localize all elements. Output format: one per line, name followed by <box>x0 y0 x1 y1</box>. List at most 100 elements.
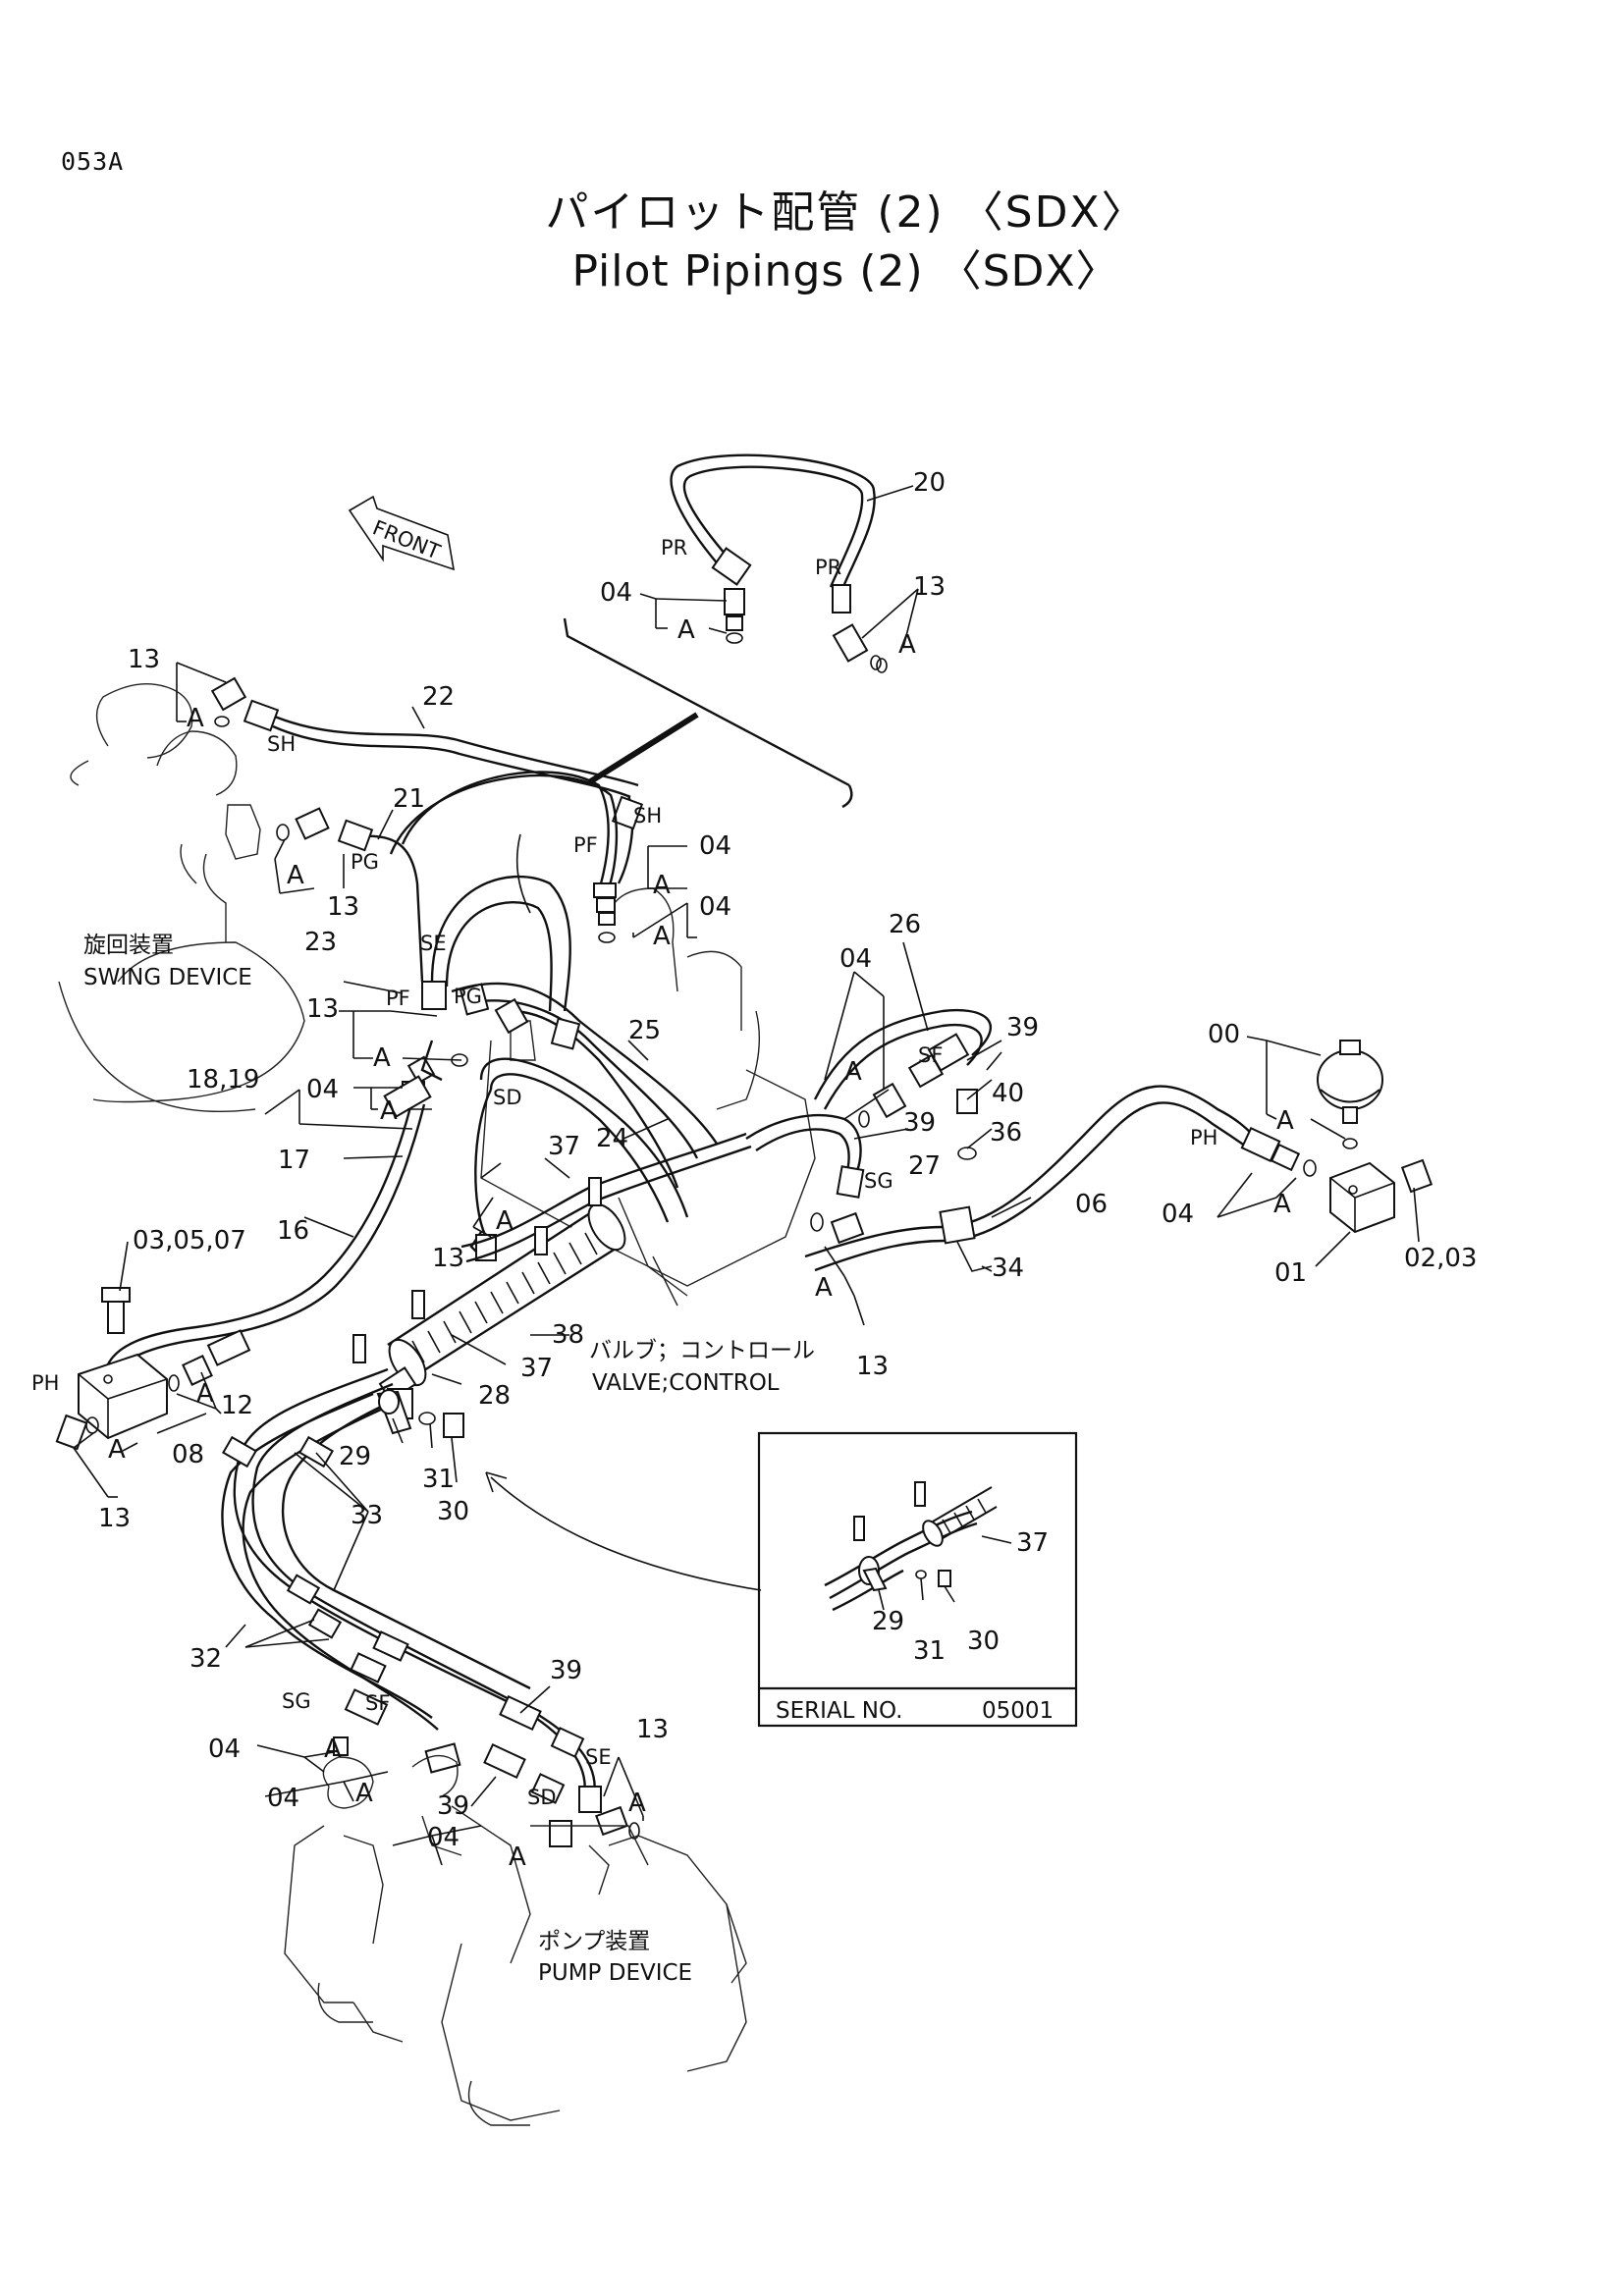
swing-device-label-en: SWING DEVICE <box>83 965 252 990</box>
callout-13-block: 13 <box>98 1504 131 1533</box>
leader-lines <box>73 662 1420 1866</box>
callout-a-lower-mid: A <box>496 1206 514 1236</box>
callout-38: 38 <box>552 1320 584 1350</box>
swing-device-outline <box>58 682 305 1113</box>
callout-08: 08 <box>172 1440 204 1469</box>
callout-04-top: 04 <box>600 578 632 608</box>
port-pr-left: PR <box>661 536 687 560</box>
callout-a-bottom: A <box>509 1842 526 1872</box>
callout-00: 00 <box>1208 1020 1240 1049</box>
port-se-upper: SE <box>420 932 447 955</box>
callout-39-27: 39 <box>903 1108 936 1138</box>
callout-39-lower: 39 <box>550 1656 582 1685</box>
inset-callout-37: 37 <box>1016 1528 1049 1558</box>
callout-31: 31 <box>422 1465 455 1494</box>
page-title-english: Pilot Pipings (2) 〈SDX〉 <box>571 246 1120 296</box>
callout-a-mid: A <box>373 1043 391 1073</box>
port-sf-upper: SF <box>918 1043 943 1067</box>
callout-04-right: 04 <box>1162 1200 1194 1229</box>
callout-03-05-07: 03,05,07 <box>133 1226 246 1255</box>
callout-a-top: A <box>677 615 695 645</box>
callout-13-mid: 13 <box>306 994 339 1024</box>
callout-01: 01 <box>1274 1258 1307 1288</box>
callout-26: 26 <box>889 910 921 939</box>
callout-a-left: A <box>187 704 204 733</box>
callout-a-block: A <box>108 1435 126 1465</box>
port-sh-right: SH <box>633 804 662 828</box>
port-sg-upper: SG <box>864 1169 893 1193</box>
callout-04-pf2: 04 <box>699 892 731 922</box>
callout-22: 22 <box>422 682 455 712</box>
control-valve-label-en: VALVE;CONTROL <box>592 1370 780 1396</box>
callout-a-08: A <box>196 1379 214 1409</box>
callout-32: 32 <box>189 1644 222 1674</box>
callout-06: 06 <box>1075 1190 1108 1219</box>
inset-callout-29: 29 <box>872 1607 904 1636</box>
callout-18-19: 18,19 <box>187 1065 259 1095</box>
port-sg-lower: SG <box>282 1689 311 1713</box>
port-ph-right: PH <box>1190 1126 1217 1149</box>
callout-20: 20 <box>913 468 946 498</box>
serial-label: SERIAL NO. <box>776 1698 902 1724</box>
right-pipes <box>745 1008 1434 1272</box>
port-pr-right: PR <box>815 556 841 579</box>
inset-callout-31: 31 <box>913 1636 946 1666</box>
callout-24: 24 <box>596 1124 628 1153</box>
callout-02-03: 02,03 <box>1404 1244 1477 1273</box>
callout-37-lower: 37 <box>520 1354 553 1383</box>
callout-33: 33 <box>351 1501 383 1530</box>
corrugated-hose <box>352 1177 626 1438</box>
left-pipes <box>55 1040 752 1451</box>
callout-13-21: 13 <box>327 892 359 922</box>
callout-13-lower: 13 <box>636 1715 669 1744</box>
callout-a-00: A <box>1276 1106 1294 1136</box>
callout-40: 40 <box>992 1079 1024 1108</box>
inset-box: 37 29 31 30 SERIAL NO. 05001 <box>757 1431 1078 1728</box>
pump-device-outline <box>284 1754 747 2126</box>
callout-a-34: A <box>815 1273 833 1303</box>
front-arrow: FRONT <box>348 495 456 571</box>
port-labels: PR PR SH SH PF PG SE PF PG SD SF SG PH P… <box>31 536 1217 1809</box>
callout-13-34: 13 <box>856 1352 889 1381</box>
callout-13-top: 13 <box>913 572 946 602</box>
pump-device-label-jp: ポンプ装置 <box>538 1929 650 1954</box>
callout-13-left: 13 <box>128 645 160 674</box>
callout-a-pf2: A <box>653 922 671 951</box>
callout-04-mid: 04 <box>306 1075 339 1104</box>
callout-a-26: A <box>844 1057 862 1087</box>
callout-39-bottom: 39 <box>437 1791 469 1821</box>
callout-23: 23 <box>304 928 337 957</box>
callout-39-right: 39 <box>1006 1013 1039 1042</box>
callout-04-26: 04 <box>839 944 872 974</box>
callout-21: 21 <box>393 784 425 814</box>
callout-34: 34 <box>992 1254 1024 1283</box>
callout-25: 25 <box>628 1016 661 1045</box>
callout-a-pf: A <box>653 871 671 900</box>
callout-a-right: A <box>1273 1190 1291 1219</box>
callout-a-lower2: A <box>355 1779 373 1808</box>
callout-13-lower-mid: 13 <box>432 1244 464 1273</box>
port-pg-lower: PG <box>454 985 482 1008</box>
pump-device-label-en: PUMP DEVICE <box>538 1960 692 1986</box>
port-ph-left: PH <box>31 1371 59 1395</box>
callout-04-bottom: 04 <box>427 1823 460 1852</box>
callout-labels: 20 04 A 13 A 13 A 22 21 A 13 04 A 04 A 2… <box>98 468 1477 1872</box>
port-se-lower: SE <box>585 1745 612 1769</box>
page-title-japanese: パイロット配管 (2) 〈SDX〉 <box>545 187 1147 238</box>
callout-37-upper: 37 <box>548 1132 580 1161</box>
callout-30: 30 <box>437 1497 469 1526</box>
pump-hoses <box>221 1367 640 1847</box>
component-labels: 旋回装置 SWING DEVICE バルブ；コントロール VALVE;CONTR… <box>83 933 815 1986</box>
swing-device-label-jp: 旋回装置 <box>83 933 174 958</box>
port-sd-upper: SD <box>493 1086 522 1109</box>
port-sd-lower: SD <box>527 1786 557 1809</box>
port-pf-lower: PF <box>386 987 410 1010</box>
inset-callout-30: 30 <box>967 1627 1000 1656</box>
callout-27: 27 <box>908 1151 941 1181</box>
callout-a-lower-right: A <box>628 1789 646 1818</box>
serial-number: 05001 <box>982 1698 1054 1724</box>
callout-28: 28 <box>478 1381 511 1411</box>
callout-16: 16 <box>277 1216 309 1246</box>
page-code: 053A <box>61 147 125 176</box>
